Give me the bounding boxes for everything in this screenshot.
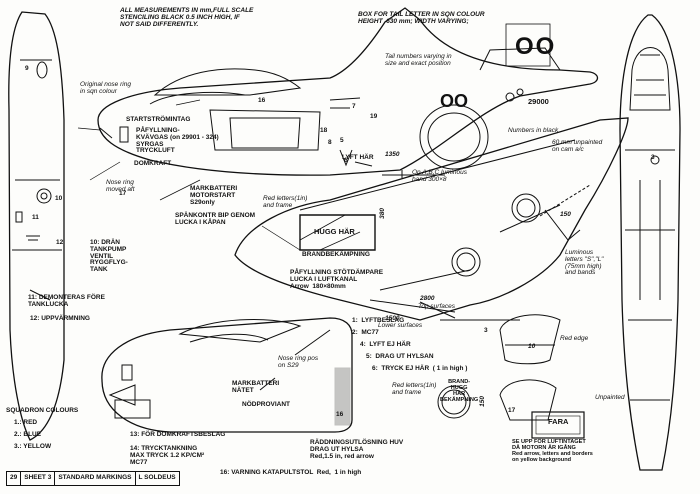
dim-2800: 2800 xyxy=(420,295,435,302)
fuselage-right-view xyxy=(619,14,681,471)
callout-19: 19 xyxy=(370,113,378,120)
label-domkraftsbeslag: 13: FÖR DOMKRAFTSBESLAG xyxy=(130,431,226,438)
dim-380: 380 xyxy=(379,207,387,219)
label-trycktankning: 14: TRYCKTANKNING MAX TRYCK 1.2 KP/CM² M… xyxy=(130,445,205,466)
callout-12: 12 xyxy=(56,239,64,246)
fin-letters: OO xyxy=(440,91,469,111)
dim-150b: 150 xyxy=(479,395,487,407)
callout-11: 11 xyxy=(32,214,39,221)
tail-letter-box xyxy=(505,23,551,67)
note-luminous-letters: Luminous letters "S","L" (75mm high) and… xyxy=(565,249,604,277)
legend-item-2: 2: MC77 xyxy=(352,329,379,336)
legend-item-6: 6: TRYCK EJ HÄR ( 1 in high ) xyxy=(372,365,468,372)
label-demonteras: 11: DEMONTERAS FÖRE TANKLUCKA xyxy=(28,294,105,308)
callout-10: 10 xyxy=(55,195,63,202)
fara-sign xyxy=(531,411,585,439)
note-lower-surfaces: Lower surfaces xyxy=(378,322,423,329)
connector-lines xyxy=(77,99,361,251)
squadron-item-red: 1.: RED xyxy=(14,419,38,426)
note-luminous-band: On A,B,C luminous band 300×8 xyxy=(412,169,468,183)
label-markbatteri-natet: MARKBATTERI NÄTET xyxy=(232,380,280,394)
label-se-upp: SE UPP FÖR LUFTINTAGET DÅ MOTORN ÄR IGÅN… xyxy=(512,439,593,463)
label-markbatteri-motorstart: MARKBATTERI MOTORSTART S29only xyxy=(190,185,238,206)
label-domkraft: DOMKRAFT xyxy=(134,160,172,167)
sheet-author: L SOLDEUS xyxy=(138,474,176,481)
wing-view xyxy=(234,117,629,321)
label-uppvarmning: 12: UPPVÄRMNING xyxy=(30,315,90,322)
label-pafyllning-kvavgas: PÅFYLLNING- KVÄVGAS (on 29901 - 324) SYR… xyxy=(136,127,219,155)
side-view-lower xyxy=(101,317,353,433)
note-red-letters-frame: Red letters(1in) and frame xyxy=(263,195,308,209)
label-pafyllning-stotdampare: PÅFYLLNING STÖTDÄMPARE LUCKA I LUFTKANAL… xyxy=(290,269,384,290)
dim-1350: 1350 xyxy=(385,151,400,158)
note-measurements: ALL MEASUREMENTS IN mm,FULL SCALE STENCI… xyxy=(120,7,254,28)
hugg-har-box xyxy=(299,214,376,251)
legend-item-4: 4: LYFT EJ HÄR xyxy=(360,341,411,348)
callout-7: 7 xyxy=(352,103,356,110)
note-unpainted-60: 60 mm unpainted on cam a/c xyxy=(552,139,603,153)
fuselage-top-view xyxy=(8,11,65,441)
callout-17: 17 xyxy=(119,190,127,197)
callout-5: 5 xyxy=(340,137,344,144)
squadron-item-yellow: 3.: YELLOW xyxy=(14,443,52,450)
dim-10: 10 xyxy=(528,343,536,350)
note-nose-ring-moved: Nose ring moved aft xyxy=(106,179,135,193)
label-raddning: RÄDDNINGSUTLÖSNING HUV DRAG UT HYLSA Red… xyxy=(310,439,404,460)
label-spanskont: SPÄNKONTR BIP GENOM LUCKA I KÅPAN xyxy=(175,212,256,226)
callout-3: 3 xyxy=(484,327,488,334)
callout-17b: 17 xyxy=(508,407,516,414)
label-brandbekampning: BRANDBEKÄMPNING xyxy=(302,251,370,258)
label-hugg-har: HUGG HÄR xyxy=(314,227,355,236)
note-nose-ring-sqn: Original nose ring in sqn colour xyxy=(80,81,131,95)
sheet-title: STANDARD MARKINGS xyxy=(55,472,136,485)
callout-16: 16 xyxy=(258,97,266,104)
callout-18: 18 xyxy=(320,127,328,134)
legend-item-1: 1: LYFTBESLAG xyxy=(352,317,405,324)
dim-1500: 1500 xyxy=(385,315,400,322)
fara-label: FARA xyxy=(548,417,569,426)
intake-detail xyxy=(499,314,561,421)
note-tail-box: BOX FOR TAIL LETTER IN SQN COLOUR HEIGHT… xyxy=(358,11,485,25)
callout-6: 6 xyxy=(344,157,348,164)
brand-circle xyxy=(437,385,471,419)
note-top-surfaces: Top surfaces xyxy=(418,303,455,310)
sheet-label: SHEET 3 xyxy=(21,472,56,485)
label-nodproviant: NÖDPROVIANT xyxy=(242,401,291,408)
legend-item-5: 5: DRAG UT HYLSAN xyxy=(366,353,434,360)
note-tail-numbers: Tail numbers varying in size and exact p… xyxy=(385,53,452,67)
dim-150a: 150 xyxy=(560,211,571,218)
label-brand-hugg-har: BRAND- HUGG HÄR BEKÄMPNING xyxy=(440,379,479,403)
sheet-number: 29 xyxy=(7,472,22,485)
note-red-letters-frame2: Red letters(1in) and frame xyxy=(392,382,437,396)
serial-number: 29000 xyxy=(528,97,549,106)
label-lyft-har-side: LYFT HÄR xyxy=(342,154,374,161)
side-view-upper xyxy=(97,7,599,178)
label-dran: 10: DRÄN TANKPUMP VENTIL RYGGFLYG- TANK xyxy=(90,239,128,274)
squadron-title: SQUADRON COLOURS xyxy=(6,407,79,414)
callout-9: 9 xyxy=(25,65,29,72)
note-numbers-black: Numbers in black xyxy=(508,127,559,134)
note-unpainted: Unpainted xyxy=(595,394,625,401)
callout-3b: 3 xyxy=(651,154,655,161)
note-red-edge: Red edge xyxy=(560,335,589,342)
callout-8: 8 xyxy=(328,139,332,146)
label-varning: 16: VARNING KATAPULTSTOL Red, 1 in high xyxy=(220,469,362,476)
tail-letters: OO xyxy=(515,33,557,60)
label-startstromintag: STARTSTRÖMINTAG xyxy=(126,116,191,123)
squadron-item-blue: 2.: BLUE xyxy=(14,431,42,438)
note-nose-ring-s29: Nose ring pos on S29 xyxy=(278,355,319,369)
callout-16b: 16 xyxy=(336,411,344,418)
title-block: 29 SHEET 3 STANDARD MARKINGS L SOLDEUS xyxy=(6,471,180,486)
